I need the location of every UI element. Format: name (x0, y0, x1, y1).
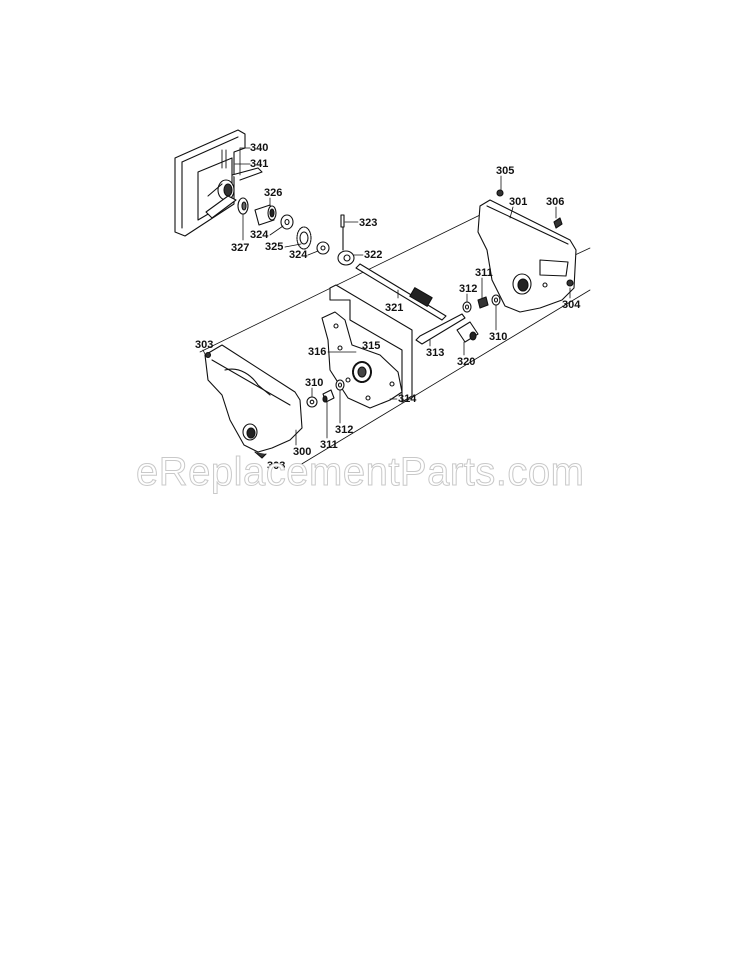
callout-341: 341 (250, 158, 269, 170)
assembly-guide-lines (199, 214, 591, 466)
callout-314: 314 (398, 393, 417, 405)
part-300-gearbox-half-left (204, 344, 303, 459)
part-311-key-left (322, 389, 335, 403)
part-321-worm-shaft (355, 263, 447, 321)
callout-340: 340 (250, 142, 269, 154)
callout-325: 325 (265, 241, 284, 253)
callout-324-b: 324 (289, 249, 308, 261)
part-340-impeller-housing (174, 129, 263, 237)
callout-323: 323 (359, 217, 378, 229)
part-324-washer-a (280, 214, 294, 230)
callout-312-a: 312 (459, 283, 478, 295)
callout-leader-lines (202, 147, 571, 446)
callout-310-a: 310 (489, 331, 508, 343)
callout-306: 306 (546, 196, 565, 208)
callout-311-a: 311 (475, 267, 493, 279)
callout-301: 301 (509, 196, 528, 208)
callout-313: 313 (426, 347, 445, 359)
callout-324-a: 324 (250, 229, 269, 241)
callout-316: 316 (308, 346, 327, 358)
callout-326: 326 (264, 187, 283, 199)
callout-304: 304 (562, 299, 581, 311)
part-311-key-right (477, 296, 489, 309)
callout-303-a: 303 (195, 339, 214, 351)
callout-303-b: 303 (267, 460, 286, 472)
part-322-collar (337, 250, 355, 266)
part-327-washer (237, 197, 249, 215)
callout-315: 315 (362, 340, 381, 352)
part-312-washer-right (462, 301, 472, 313)
callout-321: 321 (385, 302, 404, 314)
part-310-washer-right (491, 294, 501, 306)
callout-305: 305 (496, 165, 515, 177)
part-326-bushing (254, 204, 277, 226)
part-315-gear (352, 361, 372, 383)
callout-327: 327 (231, 242, 250, 254)
part-310-washer-left (306, 396, 318, 408)
callout-312-b: 312 (335, 424, 354, 436)
part-312-washer-left (335, 379, 345, 391)
watermark: eReplacementParts.com (136, 450, 585, 495)
part-313-shaft (415, 313, 466, 345)
callout-310-b: 310 (305, 377, 324, 389)
callout-320: 320 (457, 356, 476, 368)
part-301-gearbox-half-right (477, 189, 577, 313)
part-325-bearing (296, 226, 312, 250)
callout-322: 322 (364, 249, 383, 261)
callout-300: 300 (293, 446, 312, 458)
part-320-coupler (456, 321, 479, 343)
part-323-pin (340, 214, 345, 251)
part-324-washer-b (316, 241, 330, 255)
callout-311-b: 311 (320, 439, 338, 451)
